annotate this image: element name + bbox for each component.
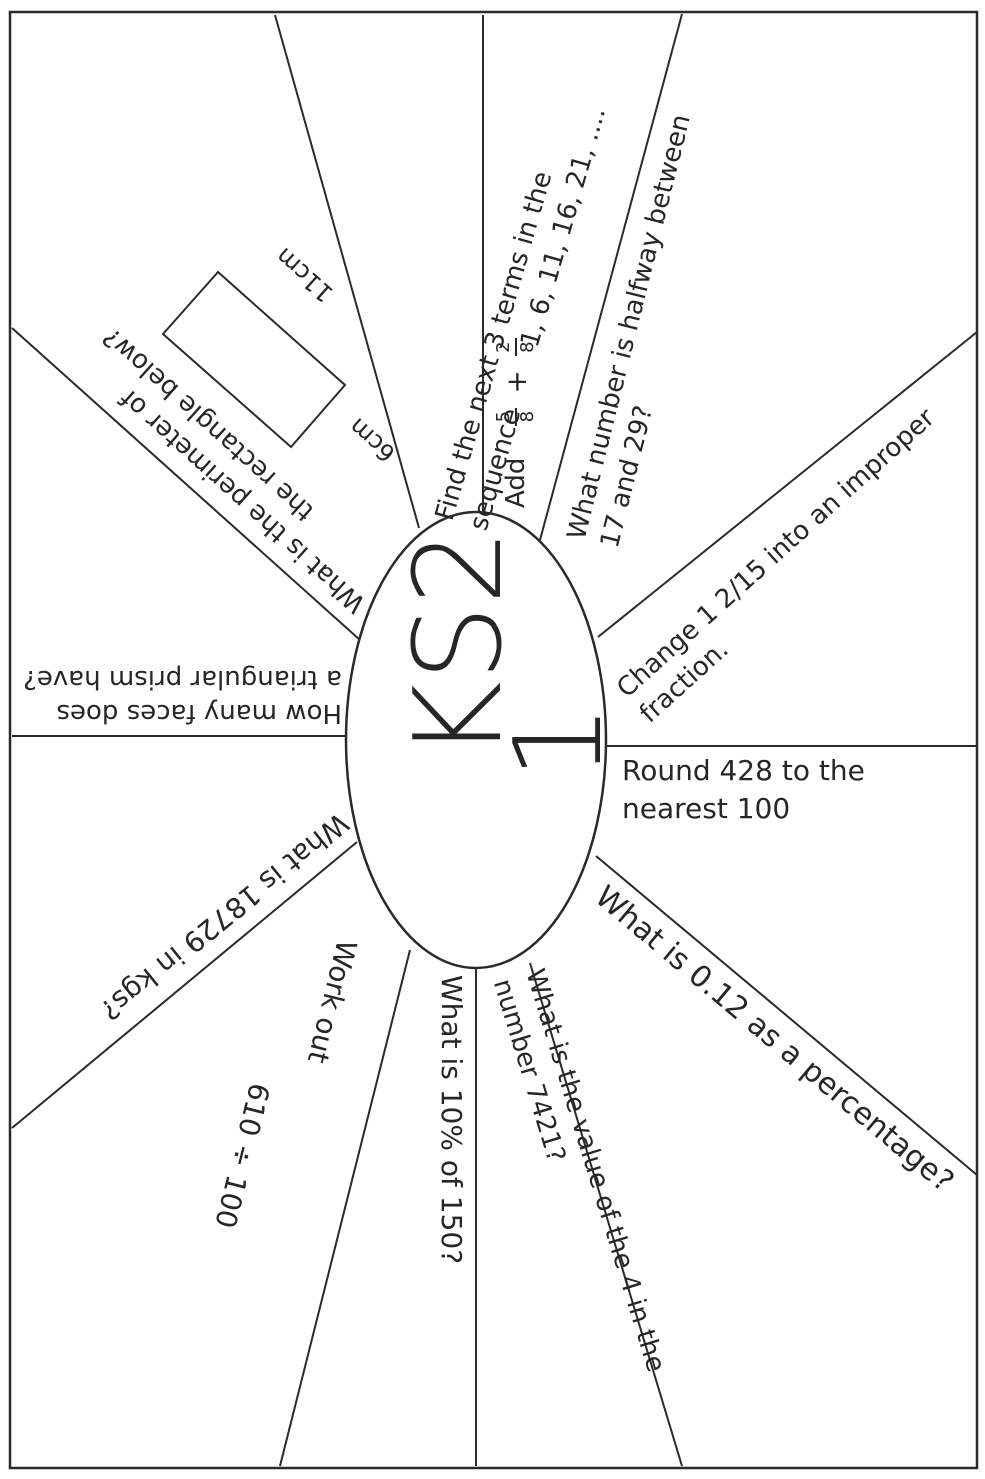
divider-line bbox=[279, 949, 411, 1467]
divider-line bbox=[597, 331, 978, 638]
question-add: Add 5 8 + 2 8 bbox=[493, 332, 538, 508]
plus-sign: + bbox=[499, 370, 533, 394]
divider-line bbox=[539, 13, 683, 541]
fraction-numerator: 5 bbox=[493, 410, 514, 423]
question-round: Round 428 to the nearest 100 bbox=[622, 752, 865, 828]
fraction-denominator: 8 bbox=[517, 410, 538, 423]
add-label: Add bbox=[501, 457, 531, 508]
rectangle-diagram bbox=[161, 270, 347, 449]
center-number: 1 bbox=[490, 703, 629, 780]
question-line: a triangular prism have? bbox=[23, 664, 342, 694]
question-faces: How many faces does a triangular prism h… bbox=[23, 662, 342, 730]
divider-line bbox=[529, 962, 683, 1467]
divider-line bbox=[595, 855, 978, 1176]
question-percent-of: What is 10% of 150? bbox=[435, 975, 468, 1265]
fraction-two: 2 8 bbox=[493, 338, 538, 357]
question-line: How many faces does bbox=[56, 698, 342, 728]
fraction-one: 5 8 bbox=[493, 407, 538, 426]
divider-line bbox=[11, 327, 361, 641]
divider-line bbox=[11, 841, 358, 1129]
page-border bbox=[8, 10, 979, 1470]
divider-line bbox=[274, 14, 420, 529]
question-line: nearest 100 bbox=[622, 792, 791, 825]
question-line: Round 428 to the bbox=[622, 754, 865, 787]
fraction-denominator: 8 bbox=[517, 341, 538, 353]
fraction-numerator: 2 bbox=[493, 341, 514, 353]
